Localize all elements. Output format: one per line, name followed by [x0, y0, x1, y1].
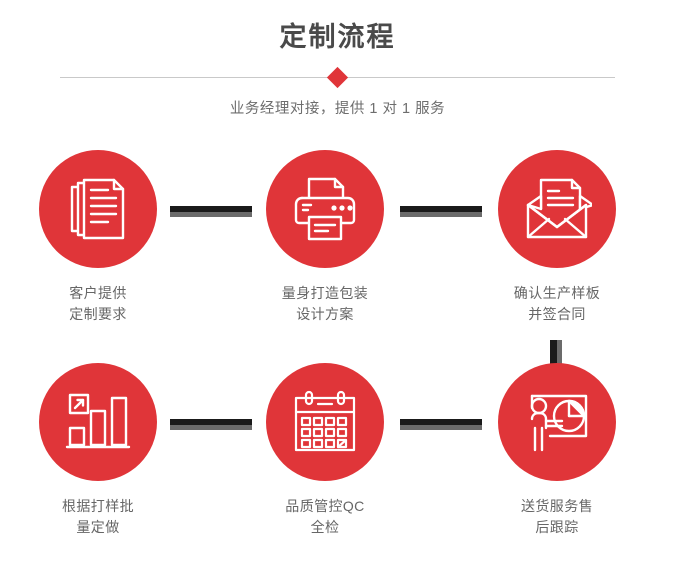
flow-step-4-circle[interactable] [39, 363, 157, 481]
page-subtitle: 业务经理对接，提供 1 对 1 服务 [229, 101, 446, 117]
flow-step-1-label: 客户提供 定制要求 [69, 285, 127, 322]
flow-step-3[interactable]: 确认生产样板 并签合同 [477, 150, 637, 325]
flow-step-1-circle[interactable] [39, 150, 157, 268]
flow-step-2-label: 量身打造包装 设计方案 [281, 285, 369, 322]
page-header: 定制流程 业务经理对接，提供 1 对 1 服务 [0, 0, 675, 119]
envelope-letter-icon [522, 175, 592, 243]
flow-step-6[interactable]: 送货服务售 后跟踪 [477, 363, 637, 538]
flow-step-5[interactable]: 品质管控QC 全检 [245, 363, 405, 538]
presentation-pie-chart-icon [522, 388, 592, 456]
flow-step-6-circle[interactable] [498, 363, 616, 481]
flow-step-4-label: 根据打样批 量定做 [62, 498, 134, 535]
diamond-marker-icon [326, 66, 349, 88]
page-title: 定制流程 [279, 22, 396, 52]
connector-step5-step6 [400, 419, 482, 430]
flow-step-3-circle[interactable] [498, 150, 616, 268]
flow-step-5-label: 品质管控QC 全检 [285, 498, 365, 535]
flow-row-top: 客户提供 定制要求 [0, 150, 675, 376]
flow-row-bottom: 根据打样批 量定做 [0, 363, 675, 576]
flow-step-1[interactable]: 客户提供 定制要求 [18, 150, 178, 325]
connector-step1-step2 [170, 206, 252, 217]
connector-step4-step5 [170, 419, 252, 430]
flow-step-3-label: 确认生产样板 并签合同 [513, 285, 601, 322]
connector-step3-step6 [550, 340, 562, 376]
flow-step-2-circle[interactable] [266, 150, 384, 268]
flow-step-6-label: 送货服务售 后跟踪 [521, 498, 593, 535]
flow-step-5-circle[interactable] [266, 363, 384, 481]
title-divider [60, 66, 615, 88]
process-flow: 客户提供 定制要求 [0, 150, 675, 576]
printer-icon [290, 175, 360, 243]
flow-step-4[interactable]: 根据打样批 量定做 [18, 363, 178, 538]
calendar-icon [292, 390, 358, 454]
flow-step-2[interactable]: 量身打造包装 设计方案 [245, 150, 405, 325]
documents-stack-icon [64, 175, 132, 243]
connector-step2-step3 [400, 206, 482, 217]
bar-chart-growth-icon [65, 390, 131, 454]
